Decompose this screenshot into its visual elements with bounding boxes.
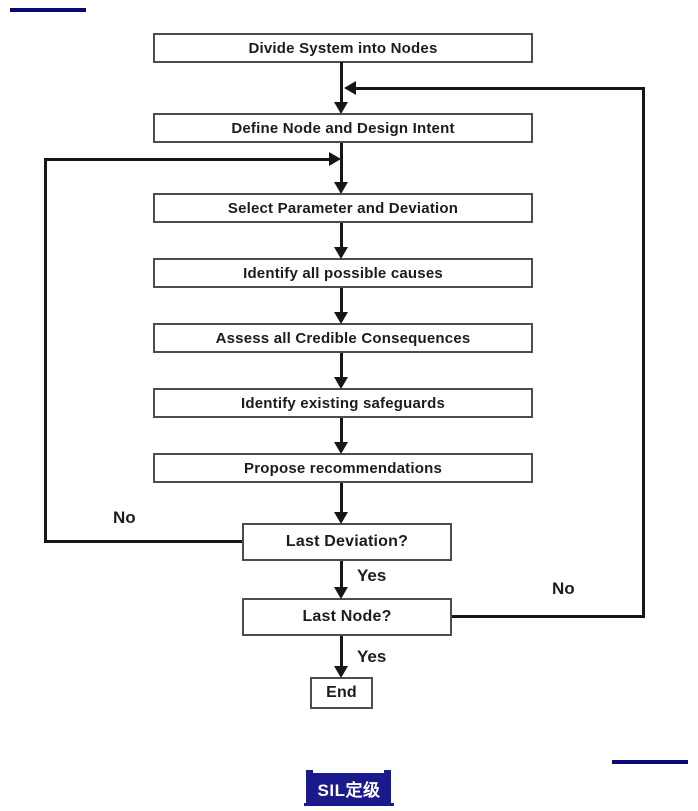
arrowhead-down-icon	[334, 312, 348, 324]
arrowhead-down-icon	[334, 442, 348, 454]
loop-left-vertical-segment	[44, 158, 47, 543]
loop-right-vertical-segment	[642, 87, 645, 618]
edge-label-node-no: No	[552, 579, 575, 598]
connector-safeguards-to-propose	[340, 418, 343, 443]
connector-select-to-causes	[340, 223, 343, 248]
connector-deviation-to-node	[340, 561, 343, 588]
connector-define-to-select	[340, 143, 343, 184]
node-propose-recommendations: Propose recommendations	[153, 453, 533, 483]
connector-divide-to-define	[340, 62, 343, 104]
arrowhead-down-icon	[334, 587, 348, 599]
edge-label-deviation-no: No	[113, 508, 136, 527]
bottom-right-accent-rule	[612, 760, 688, 764]
edge-label-deviation-yes: Yes	[357, 566, 387, 585]
node-identify-causes: Identify all possible causes	[153, 258, 533, 288]
node-last-deviation: Last Deviation?	[242, 523, 452, 561]
arrowhead-down-icon	[334, 666, 348, 678]
loop-right-top-segment	[354, 87, 644, 90]
loop-left-top-segment	[44, 158, 330, 161]
arrowhead-down-icon	[334, 247, 348, 259]
arrowhead-down-icon	[334, 512, 348, 524]
node-divide-system: Divide System into Nodes	[153, 33, 533, 63]
node-last-node: Last Node?	[242, 598, 452, 636]
node-end: End	[310, 677, 373, 709]
sil-rating-link[interactable]: SIL定级	[308, 773, 390, 803]
connector-assess-to-safeguards	[340, 353, 343, 378]
arrowhead-down-icon	[334, 182, 348, 194]
loop-left-bottom-segment	[44, 540, 242, 543]
arrowhead-down-icon	[334, 102, 348, 114]
arrowhead-left-icon	[344, 81, 356, 95]
connector-node-to-end	[340, 636, 343, 667]
node-define-node: Define Node and Design Intent	[153, 113, 533, 143]
node-select-parameter: Select Parameter and Deviation	[153, 193, 533, 223]
node-identify-safeguards: Identify existing safeguards	[153, 388, 533, 418]
top-left-accent-rule	[10, 8, 86, 12]
connector-causes-to-assess	[340, 288, 343, 313]
arrowhead-down-icon	[334, 377, 348, 389]
arrowhead-right-icon	[329, 152, 341, 166]
loop-right-bottom-segment	[452, 615, 645, 618]
edge-label-node-yes: Yes	[357, 647, 387, 666]
sil-badge-underline	[304, 803, 394, 806]
node-assess-consequences: Assess all Credible Consequences	[153, 323, 533, 353]
connector-propose-to-deviation	[340, 483, 343, 513]
